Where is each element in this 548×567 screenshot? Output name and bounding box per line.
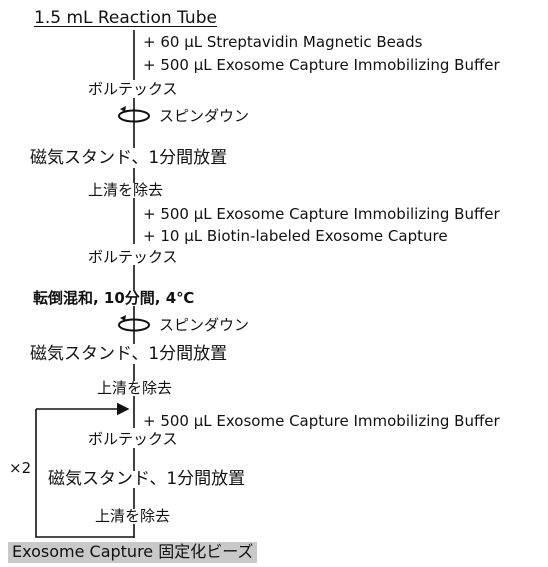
- vortex-step-2: ボルテックス: [88, 248, 178, 266]
- repeat-loop-line: [35, 409, 134, 538]
- add-step-2-line-2: + 10 µL Biotin-labeled Exosome Capture: [143, 227, 448, 245]
- remove-supernatant-step-2: 上清を除去: [97, 379, 173, 397]
- spin-icon: [118, 315, 150, 332]
- add-step-1-line-2: + 500 µL Exosome Capture Immobilizing Bu…: [143, 56, 500, 74]
- start-tube-title: 1.5 mL Reaction Tube: [34, 8, 217, 28]
- final-product-box: Exosome Capture 固定化ビーズ: [8, 542, 258, 563]
- remove-supernatant-step-3: 上清を除去: [95, 507, 171, 525]
- spin-icon: [118, 106, 150, 123]
- add-step-1-line-1: + 60 µL Streptavidin Magnetic Beads: [143, 33, 423, 51]
- magnet-stand-step-1: 磁気スタンド、1分間放置: [30, 148, 228, 168]
- magnet-stand-step-2: 磁気スタンド、1分間放置: [30, 344, 228, 364]
- spindown-step-2: スピンダウン: [159, 316, 250, 334]
- repeat-count-label: ×2: [9, 459, 32, 477]
- invert-mix-step: 転倒混和, 10分間, 4℃: [33, 289, 195, 307]
- spindown-step-1: スピンダウン: [159, 107, 250, 125]
- remove-supernatant-step-1: 上清を除去: [88, 181, 164, 199]
- vortex-step-3: ボルテックス: [88, 430, 178, 448]
- vortex-step-1: ボルテックス: [88, 80, 178, 98]
- magnet-stand-step-3: 磁気スタンド、1分間放置: [48, 469, 246, 489]
- add-step-2-line-1: + 500 µL Exosome Capture Immobilizing Bu…: [143, 205, 500, 223]
- add-step-3: + 500 µL Exosome Capture Immobilizing Bu…: [143, 412, 500, 430]
